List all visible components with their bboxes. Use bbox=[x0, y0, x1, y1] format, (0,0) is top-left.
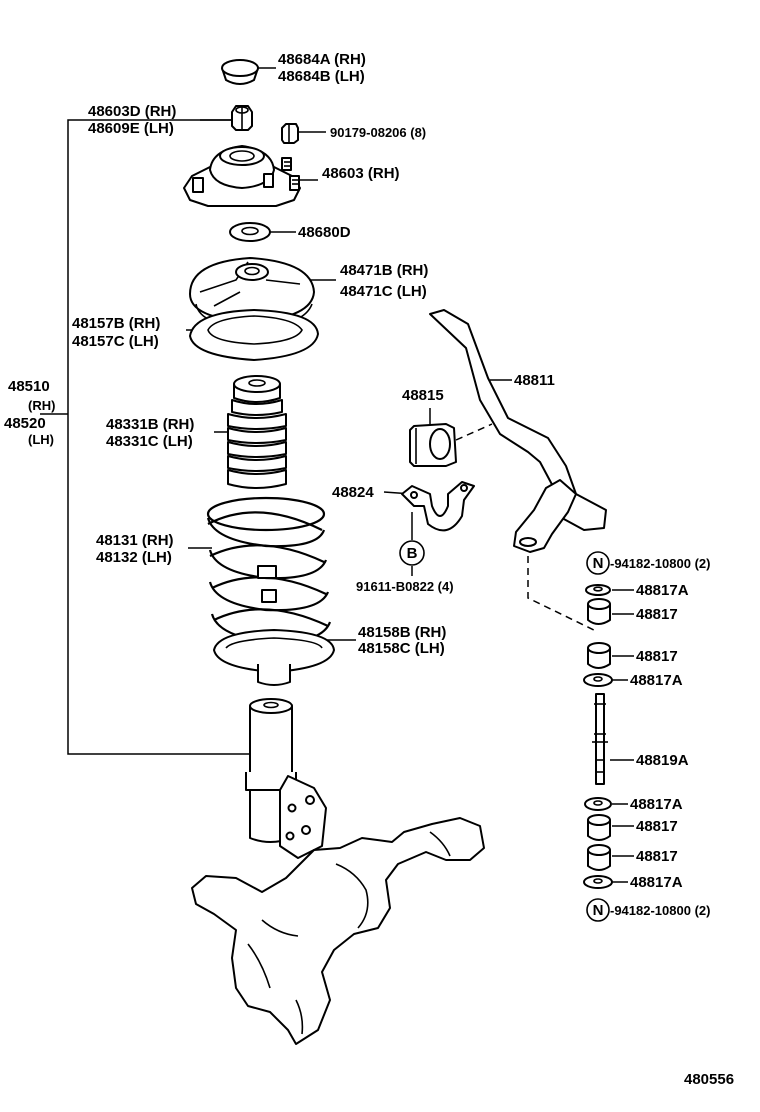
label-48158b: 48158B (RH) bbox=[358, 624, 446, 641]
svg-text:N: N bbox=[593, 902, 604, 919]
label-48811: 48811 bbox=[514, 372, 555, 389]
label-48817a-3: 48817A bbox=[630, 796, 683, 813]
coil-spring bbox=[206, 496, 332, 644]
label-48609e: 48609E (LH) bbox=[88, 120, 174, 137]
bump-stopper bbox=[227, 375, 287, 489]
shock-absorber bbox=[245, 698, 327, 859]
label-48817-3: 48817 bbox=[636, 818, 678, 835]
stabilizer-link-parts bbox=[583, 584, 613, 889]
suspension-support bbox=[183, 145, 301, 207]
top-nut bbox=[231, 105, 253, 131]
steering-knuckle bbox=[191, 817, 485, 1045]
label-94182-bottom: -94182-10800 (2) bbox=[610, 903, 710, 918]
label-48510: 48510 bbox=[8, 378, 50, 395]
label-48158c: 48158C (LH) bbox=[358, 640, 445, 657]
label-48817-2: 48817 bbox=[636, 648, 678, 665]
label-48684a: 48684A (RH) bbox=[278, 51, 366, 68]
label-48824: 48824 bbox=[332, 484, 374, 501]
label-48520: 48520 bbox=[4, 415, 46, 432]
label-48157b: 48157B (RH) bbox=[72, 315, 160, 332]
label-48131: 48131 (RH) bbox=[96, 532, 174, 549]
label-48817-4: 48817 bbox=[636, 848, 678, 865]
dust-cap bbox=[221, 59, 259, 85]
svg-text:B: B bbox=[407, 545, 418, 562]
label-48819a: 48819A bbox=[636, 752, 689, 769]
label-48817a-4: 48817A bbox=[630, 874, 683, 891]
dashed-lines bbox=[455, 423, 599, 633]
label-48817a-2: 48817A bbox=[630, 672, 683, 689]
label-48331b: 48331B (RH) bbox=[106, 416, 194, 433]
label-48331c: 48331C (LH) bbox=[106, 433, 193, 450]
marker-b: B bbox=[399, 540, 425, 566]
label-48680d: 48680D bbox=[298, 224, 351, 241]
label-48684b: 48684B (LH) bbox=[278, 68, 365, 85]
label-48603: 48603 (RH) bbox=[322, 165, 400, 182]
label-48603d: 48603D (RH) bbox=[88, 103, 176, 120]
marker-n-top: N bbox=[586, 551, 610, 575]
bushing-bracket bbox=[401, 481, 475, 532]
upper-spring-seat bbox=[189, 257, 315, 329]
figure-code: 480556 bbox=[684, 1071, 734, 1088]
label-48817a-1: 48817A bbox=[636, 582, 689, 599]
label-48471b: 48471B (RH) bbox=[340, 262, 428, 279]
spring-insulator bbox=[189, 309, 319, 361]
label-48817-1: 48817 bbox=[636, 606, 678, 623]
label-48510-rh: (RH) bbox=[28, 398, 55, 413]
label-90179: 90179-08206 (8) bbox=[330, 125, 426, 140]
part-labels: 48684A (RH) 48684B (LH) 48603D (RH) 4860… bbox=[4, 51, 734, 1088]
label-91611: 91611-B0822 (4) bbox=[356, 579, 454, 594]
marker-n-bottom: N bbox=[586, 898, 610, 922]
label-48157c: 48157C (LH) bbox=[72, 333, 159, 350]
label-94182-top: -94182-10800 (2) bbox=[610, 556, 710, 571]
svg-text:N: N bbox=[593, 555, 604, 572]
bearing-washer bbox=[229, 222, 271, 242]
stabilizer-bushing bbox=[409, 423, 457, 467]
label-48520-lh: (LH) bbox=[28, 432, 54, 447]
leader-lines bbox=[40, 67, 634, 883]
stabilizer-bar bbox=[429, 309, 607, 553]
mount-nut bbox=[281, 123, 299, 144]
label-48132: 48132 (LH) bbox=[96, 549, 172, 566]
label-48815: 48815 bbox=[402, 387, 444, 404]
label-48471c: 48471C (LH) bbox=[340, 283, 427, 300]
lower-spring-seat bbox=[213, 629, 335, 686]
